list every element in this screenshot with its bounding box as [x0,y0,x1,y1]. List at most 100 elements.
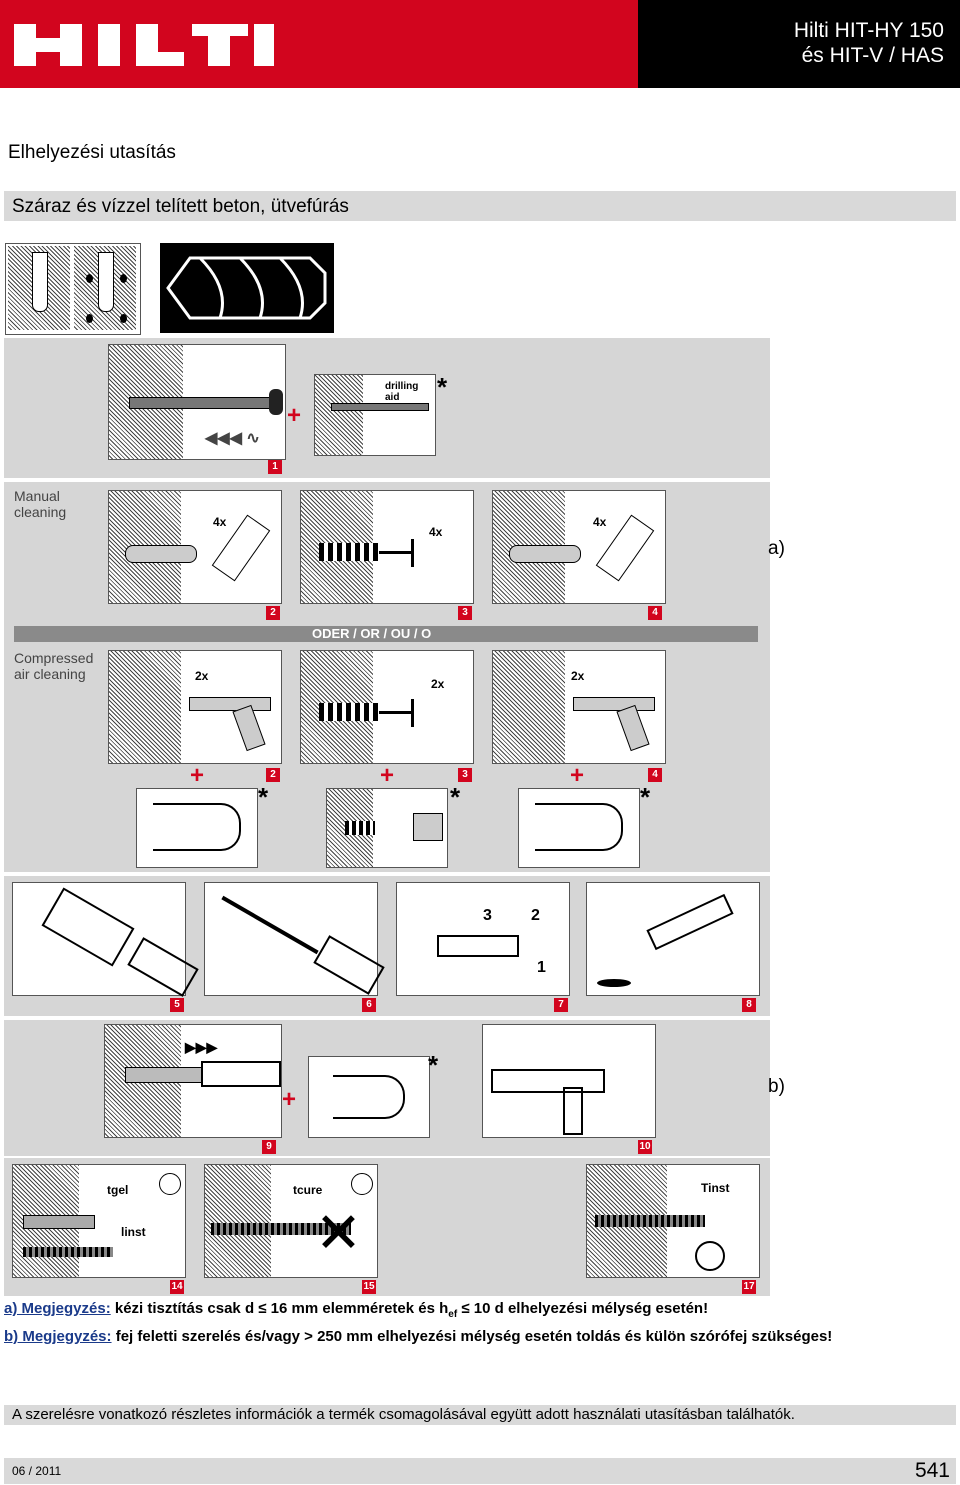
plus-sign: + [380,762,395,789]
hilti-logo [14,24,274,66]
notes-block: a) Megjegyzés: kézi tisztítás csak d ≤ 1… [4,1298,954,1348]
step-number: 3 [458,768,472,782]
dispenser-mark: 1 [537,959,546,976]
repeat-count: 2x [195,669,209,683]
step-5-cartridge-card [12,882,199,997]
note-a-key: a) Megjegyzés: [4,1300,111,1317]
step-8-discard-card [586,882,760,996]
step-14-gel-time-card: tgel linst [12,1164,186,1278]
forward-arrows-icon: ▶▶▶ [185,1039,218,1055]
preparation-panel: 3 2 1 5 6 7 8 [4,876,770,1016]
plus-sign: + [287,402,302,429]
star-mark: * [640,782,651,812]
product-title-line2: és HIT-V / HAS [801,44,944,67]
step-number: 4 [648,606,662,620]
note-b-text: fej feletti szerelés és/vagy > 250 mm el… [111,1328,833,1345]
step-number: 2 [266,768,280,782]
note-a-sub: ef [448,1309,458,1320]
step-number: 9 [262,1140,276,1154]
extension-mixer-card [308,1056,430,1138]
less-equal-icon: ≤ [258,1300,267,1317]
step-number: 8 [742,998,756,1012]
note-b: b) Megjegyzés: fej feletti szerelés és/v… [4,1326,954,1348]
drilling-panel: ◀◀◀ ∿ + drilling aid * 1 [4,338,770,478]
star-mark: * [450,782,461,812]
repeat-count: 2x [571,669,585,683]
repeat-count: 2x [431,677,445,691]
note-a-text2: 16 mm elemméretek és h [266,1300,449,1317]
footer-date: 06 / 2011 [12,1464,62,1478]
gel-time-label: tgel [107,1183,129,1197]
note-b-key: b) Megjegyzés: [4,1328,112,1345]
drill-bit-icon [160,243,334,333]
step-1-drilling-card: ◀◀◀ ∿ [108,344,286,460]
step-number: 4 [648,768,662,782]
extension-air-card [136,788,258,868]
clock-icon [351,1173,373,1195]
reverse-arrows-icon: ◀◀◀ ∿ [205,430,260,447]
install-length-label: linst [121,1225,146,1239]
subsection-bar [4,191,956,221]
step-number: 5 [170,998,184,1012]
step-4-air-gun-card: 2x [492,650,666,764]
step-number: 6 [362,998,376,1012]
concrete-condition-icon [5,243,141,335]
side-label-b: b) [768,1076,785,1097]
step-7-dispenser-card: 3 2 1 [396,882,570,996]
step-10-dispenser-card [482,1024,656,1138]
curing-panel: tgel linst tcure ✕ Tinst 14 15 17 [4,1158,770,1296]
step-17-torque-card: Tinst [586,1164,760,1278]
page-number: 541 [914,1459,950,1482]
note-a-text1: kézi tisztítás csak d [110,1300,259,1317]
step-number: 2 [266,606,280,620]
compressed-air-line1: Compressed [14,650,94,666]
note-a: a) Megjegyzés: kézi tisztítás csak d ≤ 1… [4,1298,954,1326]
cleaning-panel: Manual cleaning 4x 4x 4x 2 3 4 a) ODER /… [4,482,785,872]
step-number: 17 [742,1280,756,1294]
step-number: 3 [458,606,472,620]
plus-sign: + [282,1086,297,1113]
step-3-brush-card: 2x [300,650,474,764]
install-torque-label: Tinst [701,1181,730,1195]
info-text: A szerelésre vonatkozó részletes informá… [12,1406,795,1423]
step-15-cure-time-card: tcure ✕ [204,1164,378,1278]
side-label-a: a) [768,538,785,559]
dispenser-mark: 3 [483,907,492,924]
note-a-text3: 10 d elhelyezési mélység esetén! [469,1300,709,1317]
footer-bar [4,1458,956,1484]
dispenser-mark: 2 [531,907,540,924]
clock-icon [159,1173,181,1195]
step-2-blowout-pump-card: 4x [108,490,282,604]
step-number: 14 [170,1280,184,1294]
step-number: 7 [554,998,568,1012]
compressed-air-line2: air cleaning [14,666,86,682]
header-red-band [0,0,638,88]
cure-time-label: tcure [293,1183,323,1197]
product-title: Hilti HIT-HY 150 és HIT-V / HAS [794,18,944,68]
header-black-band: Hilti HIT-HY 150 és HIT-V / HAS [638,0,960,88]
drilling-aid-card: drilling aid [314,374,436,456]
step-2-air-gun-card: 2x [108,650,282,764]
plus-sign: + [190,762,205,789]
product-title-line1: Hilti HIT-HY 150 [793,19,944,42]
injection-panel: ▶▶▶ + * 9 10 b) [4,1020,785,1156]
star-mark: * [258,782,269,812]
section-title: Elhelyezési utasítás [8,142,176,163]
step-number: 15 [362,1280,376,1294]
star-mark: * [437,372,448,402]
info-bar [4,1405,956,1425]
subsection-title: Száraz és vízzel telített beton, ütvefúr… [12,196,349,217]
manual-cleaning-line2: cleaning [14,504,67,520]
drilling-aid-label: drilling aid [385,381,419,403]
manual-cleaning-label: Manual cleaning [14,488,66,520]
star-mark: * [428,1050,439,1080]
extension-air-card [518,788,640,868]
repeat-count: 4x [593,515,607,529]
manual-cleaning-line1: Manual [14,488,60,504]
step-number: 1 [268,460,282,474]
repeat-count: 4x [429,525,443,539]
step-6-mixer-card [204,882,385,996]
torque-wrench-icon [695,1241,725,1271]
cross-icon: ✕ [315,1201,362,1264]
repeat-count: 4x [213,515,227,529]
